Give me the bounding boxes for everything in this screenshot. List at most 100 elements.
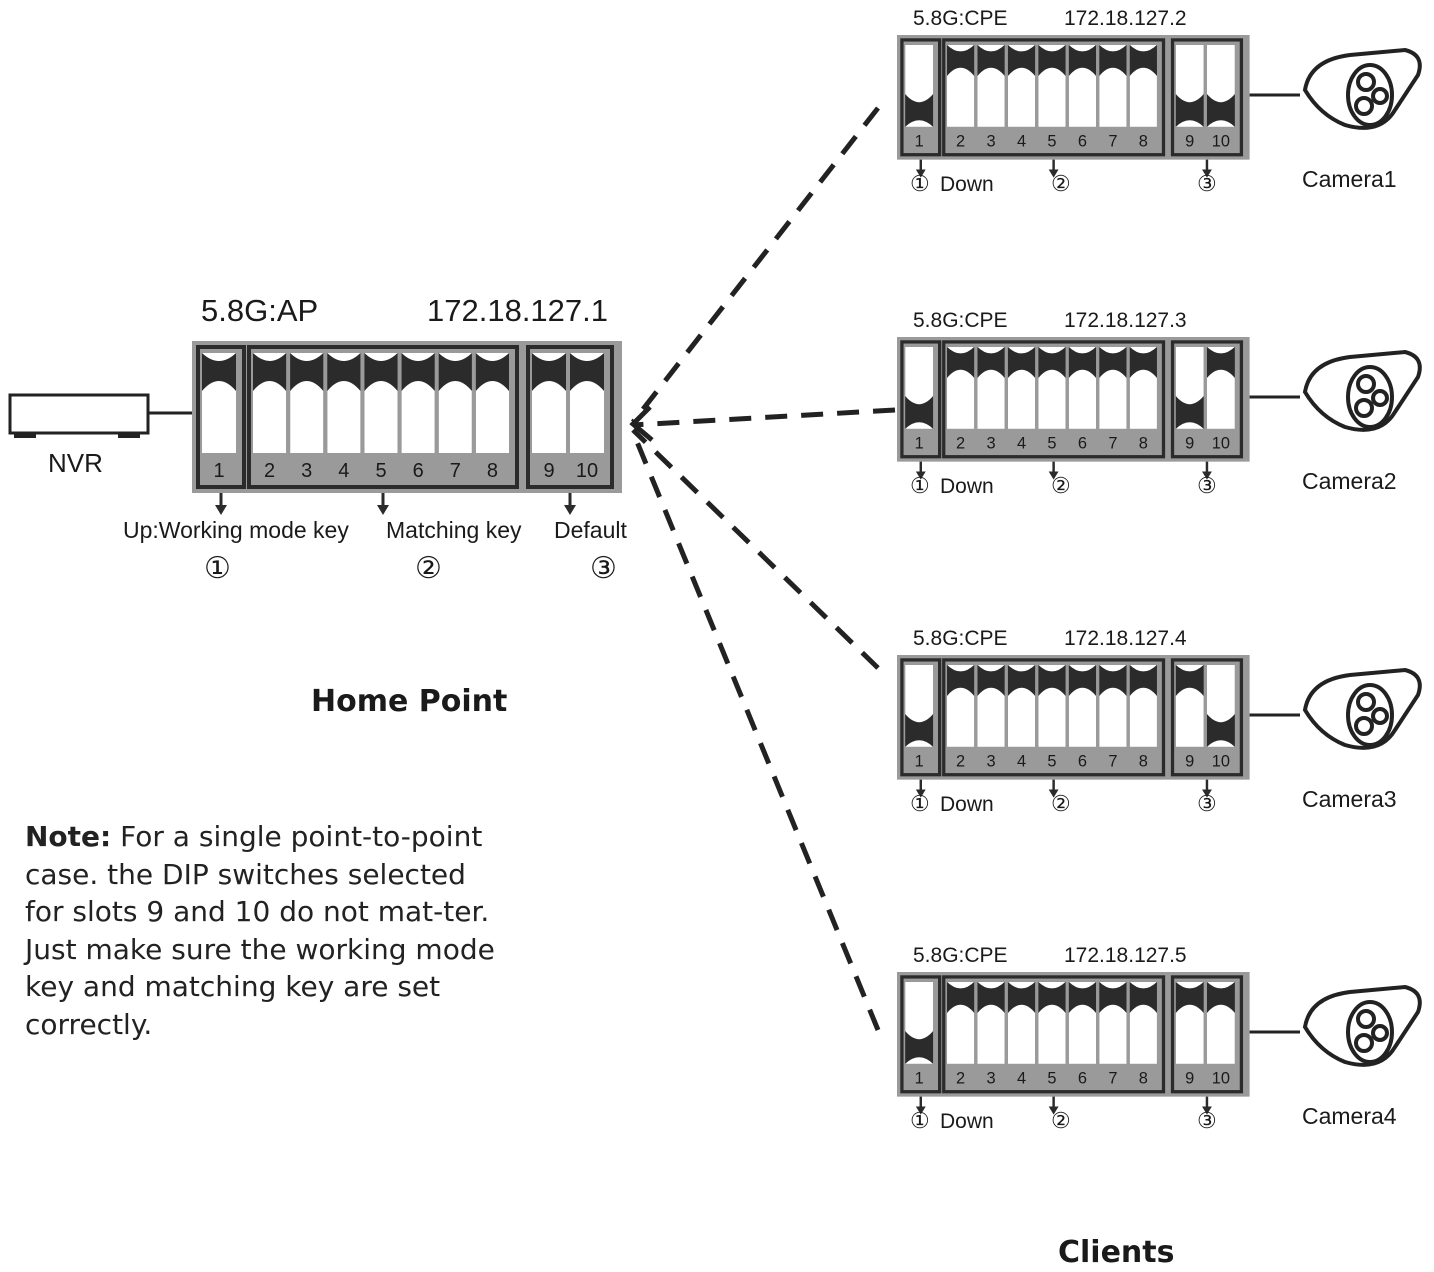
client-ip-label: 172.18.127.3 bbox=[1064, 309, 1187, 332]
home-switch-number: 5 bbox=[375, 460, 386, 482]
client-1-switch-5 bbox=[1038, 44, 1066, 127]
client-3-switch-10 bbox=[1206, 664, 1235, 747]
client-4-switch-4 bbox=[1007, 981, 1036, 1064]
client-4-switch-number: 3 bbox=[987, 1070, 996, 1088]
home-switch-number: 6 bbox=[413, 460, 424, 482]
client-2-switch-number: 3 bbox=[987, 435, 996, 453]
home-switch-6 bbox=[401, 353, 435, 453]
client-mode-label: 5.8G:CPE bbox=[913, 309, 1008, 332]
client-3-switch-3 bbox=[977, 664, 1005, 747]
client-4-switch-number: 10 bbox=[1212, 1070, 1230, 1088]
home-switch-number: 1 bbox=[213, 460, 224, 482]
home-switch-9 bbox=[532, 353, 566, 453]
client-4-switch-8 bbox=[1129, 981, 1157, 1064]
client-3-switch-number: 8 bbox=[1139, 753, 1148, 771]
client-4-switch-number: 6 bbox=[1078, 1070, 1087, 1088]
client-4-switch-2 bbox=[947, 981, 975, 1064]
client-3-switch-number: 9 bbox=[1185, 753, 1194, 771]
client-ip-label: 172.18.127.2 bbox=[1064, 7, 1187, 30]
client-2-switch-1 bbox=[905, 346, 934, 429]
client-4-switch-number: 9 bbox=[1185, 1070, 1194, 1088]
client-2-switch-5 bbox=[1038, 346, 1066, 429]
client-4-switch-10 bbox=[1206, 981, 1235, 1064]
client-1-switch-9 bbox=[1175, 44, 1204, 127]
clients-group: 5.8G:CPE 172.18.127.2 1 2 3 4 5 6 7 8 9 10 ① Down ② ③ Ca… bbox=[897, 7, 1422, 1133]
camera-icon bbox=[1302, 349, 1422, 432]
note-label: Note: bbox=[25, 820, 112, 853]
client-1-switch-number: 3 bbox=[987, 133, 996, 151]
home-marker-2: ② bbox=[415, 552, 442, 585]
client-2-switch-8 bbox=[1129, 346, 1157, 429]
client-down-label: Down bbox=[940, 793, 994, 816]
home-switch-number: 9 bbox=[543, 460, 554, 482]
client-mode-label: 5.8G:CPE bbox=[913, 627, 1008, 650]
default-caption: Default bbox=[554, 517, 627, 543]
client-1-switch-number: 4 bbox=[1017, 133, 1026, 151]
client-1-switch-number: 7 bbox=[1108, 133, 1117, 151]
client-3-switch-8 bbox=[1129, 664, 1157, 747]
camera-icon bbox=[1302, 984, 1422, 1067]
client-3-switch-2 bbox=[947, 664, 975, 747]
client-2-switch-number: 9 bbox=[1185, 435, 1194, 453]
client-3-switch-number: 4 bbox=[1017, 753, 1026, 771]
client-down-label: Down bbox=[940, 475, 994, 498]
home-switch-number: 2 bbox=[264, 460, 275, 482]
client-4-switch-5 bbox=[1038, 981, 1066, 1064]
client-2-switch-number: 2 bbox=[956, 435, 965, 453]
client-1-switch-10 bbox=[1206, 44, 1235, 127]
client-marker-2: ② bbox=[1051, 473, 1071, 498]
camera-icon bbox=[1302, 667, 1422, 750]
nvr-label: NVR bbox=[48, 448, 103, 478]
client-marker-2: ② bbox=[1051, 791, 1071, 816]
client-4-switch-7 bbox=[1099, 981, 1127, 1064]
client-2-switch-3 bbox=[977, 346, 1005, 429]
client-3-switch-6 bbox=[1068, 664, 1097, 747]
home-switch-4 bbox=[327, 353, 361, 453]
note-body: For a single point-to-point case. the DI… bbox=[25, 820, 495, 1041]
client-3-switch-4 bbox=[1007, 664, 1036, 747]
client-marker-2: ② bbox=[1051, 171, 1071, 196]
camera-label: Camera3 bbox=[1302, 786, 1397, 812]
client-3-switch-number: 2 bbox=[956, 753, 965, 771]
camera-label: Camera4 bbox=[1302, 1103, 1397, 1129]
client-4-switch-number: 5 bbox=[1047, 1070, 1056, 1088]
client-1-switch-number: 6 bbox=[1078, 133, 1087, 151]
home-switch-7 bbox=[438, 353, 472, 453]
client-3-switch-9 bbox=[1175, 664, 1204, 747]
client-marker-3: ③ bbox=[1197, 171, 1217, 196]
home-switch-1 bbox=[202, 353, 236, 453]
client-3-switch-number: 7 bbox=[1108, 753, 1117, 771]
home-switch-number: 3 bbox=[301, 460, 312, 482]
home-marker-1: ① bbox=[204, 552, 231, 585]
client-3-switch-number: 6 bbox=[1078, 753, 1087, 771]
home-switch-number: 4 bbox=[338, 460, 349, 482]
client-2-switch-number: 5 bbox=[1047, 435, 1056, 453]
client-2-switch-2 bbox=[947, 346, 975, 429]
client-1-switch-7 bbox=[1099, 44, 1127, 127]
client-1-switch-1 bbox=[905, 44, 934, 127]
home-switch-2 bbox=[253, 353, 287, 453]
client-4-switch-6 bbox=[1068, 981, 1097, 1064]
client-1-switch-number: 9 bbox=[1185, 133, 1194, 151]
client-3-switch-number: 3 bbox=[987, 753, 996, 771]
client-3-switch-number: 5 bbox=[1047, 753, 1056, 771]
client-down-label: Down bbox=[940, 1110, 994, 1133]
client-4-switch-1 bbox=[905, 981, 934, 1064]
client-3-switch-5 bbox=[1038, 664, 1066, 747]
client-4-switch-number: 4 bbox=[1017, 1070, 1026, 1088]
client-1-switch-3 bbox=[977, 44, 1005, 127]
client-down-label: Down bbox=[940, 173, 994, 196]
client-mode-label: 5.8G:CPE bbox=[913, 944, 1008, 967]
home-switch-10 bbox=[570, 353, 604, 453]
client-2-switch-4 bbox=[1007, 346, 1036, 429]
client-marker-1: ① bbox=[910, 171, 930, 196]
matching-key-caption: Matching key bbox=[386, 517, 522, 543]
client-4-switch-number: 1 bbox=[915, 1070, 924, 1088]
camera-label: Camera2 bbox=[1302, 468, 1397, 494]
client-4-switch-number: 8 bbox=[1139, 1070, 1148, 1088]
client-marker-3: ③ bbox=[1197, 1108, 1217, 1133]
